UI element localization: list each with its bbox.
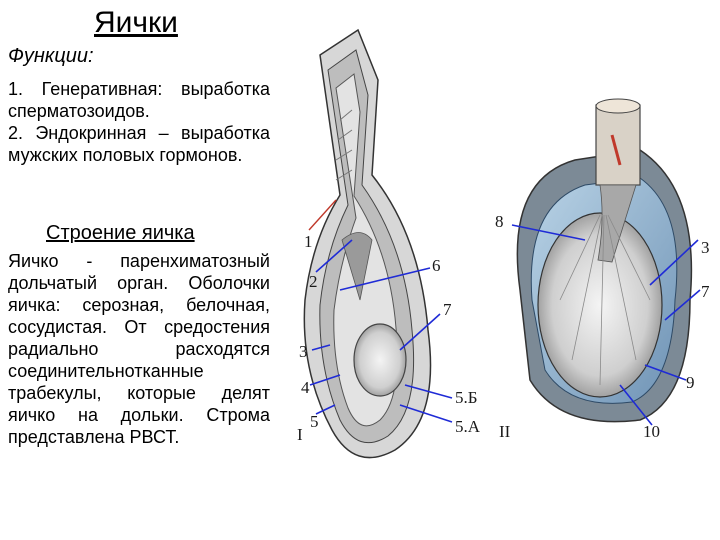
label-right-8: 8 [495, 212, 504, 231]
function-item-generative: 1. Генеративная: выработка сперматозоидо… [8, 79, 270, 121]
label-left-5b: 5.Б [455, 388, 478, 407]
label-left-5a: 5.А [455, 417, 481, 436]
page-title: Яички [94, 6, 178, 39]
structure-text: Яичко - паренхиматозный дольчатый орган.… [8, 251, 270, 447]
label-left-5: 5 [310, 412, 319, 431]
label-left-2: 2 [309, 272, 318, 291]
right-section-drawing [516, 98, 693, 423]
label-right-7: 7 [701, 282, 710, 301]
label-left-4: 4 [301, 378, 310, 397]
label-right-9: 9 [686, 373, 695, 392]
label-roman-i: I [297, 425, 303, 444]
structure-heading: Строение яичка [46, 222, 195, 244]
pointer-lines [308, 199, 701, 426]
label-left-6: 6 [432, 256, 441, 275]
left-section-drawing [303, 28, 432, 459]
functions-heading: Функции: [8, 45, 94, 67]
functions-list: 1. Генеративная: выработка сперматозоидо… [8, 78, 270, 166]
label-right-3: 3 [701, 238, 710, 257]
label-right-10: 10 [643, 422, 660, 441]
label-left-7: 7 [443, 300, 452, 319]
label-left-3: 3 [299, 342, 308, 361]
function-item-endocrine: 2. Эндокринная – выработка мужских полов… [8, 123, 270, 165]
figure-labels: 1 2 3 4 5 6 7 5.Б 5.А I 8 3 7 9 10 II [297, 212, 710, 444]
structure-description: Яичко - паренхиматозный дольчатый орган.… [8, 250, 270, 448]
label-roman-ii: II [499, 422, 511, 441]
label-left-1: 1 [304, 232, 313, 251]
